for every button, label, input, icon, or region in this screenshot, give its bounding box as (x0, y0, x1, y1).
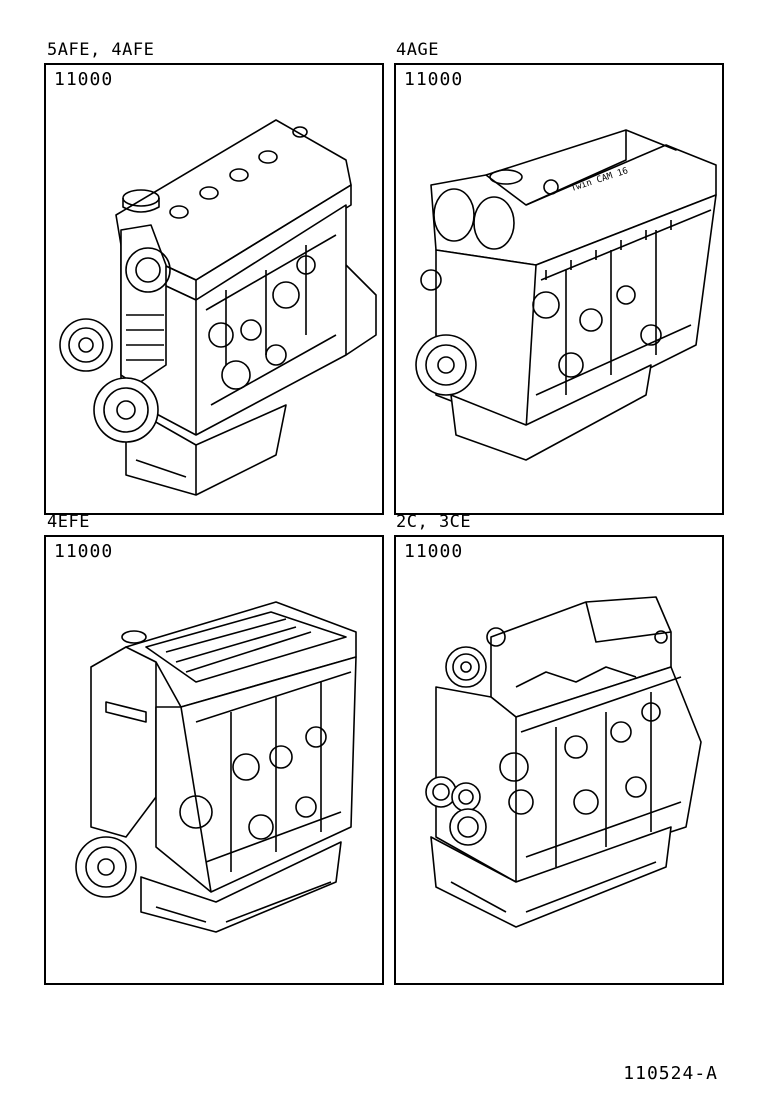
part-number: 11000 (54, 69, 114, 90)
engine-label-4age: 4AGE (396, 40, 439, 60)
panel-4age: 11000 Twin CAM 16 (394, 63, 724, 515)
part-number: 11000 (404, 541, 464, 562)
part-number: 11000 (404, 69, 464, 90)
panel-4efe: 11000 (44, 535, 384, 985)
reference-code: 110524-A (623, 1063, 718, 1084)
engine-label-4efe: 4EFE (47, 512, 90, 532)
engine-label-5afe-4afe: 5AFE, 4AFE (47, 40, 155, 60)
part-number: 11000 (54, 541, 114, 562)
engine-label-2c-3ce: 2C, 3CE (396, 512, 472, 532)
engine-2c-3ce-illustration (396, 537, 722, 983)
panel-5afe-4afe: 11000 (44, 63, 384, 515)
engine-4age-illustration: Twin CAM 16 (396, 65, 722, 513)
engine-4efe-illustration (46, 537, 382, 983)
engine-5afe-4afe-illustration (46, 65, 382, 513)
panel-2c-3ce: 11000 (394, 535, 724, 985)
